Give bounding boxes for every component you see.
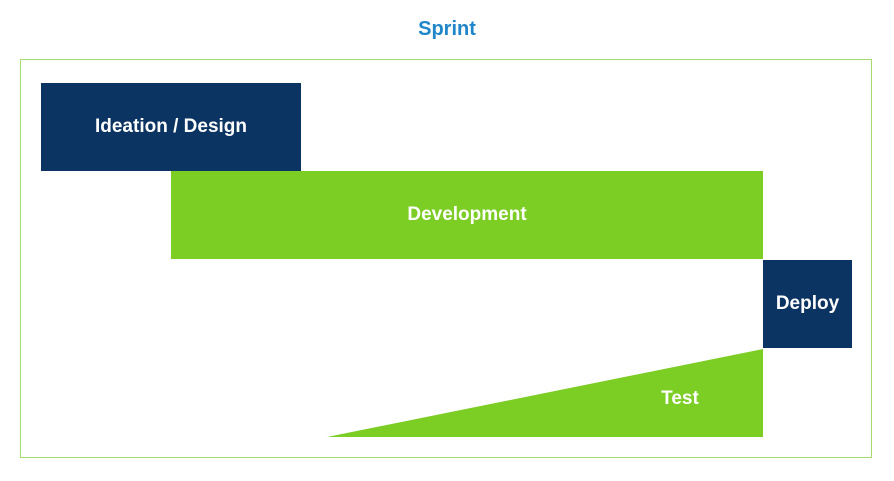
deploy-label: Deploy [775,293,840,314]
ideation-design-block: Ideation / Design [41,83,301,171]
ideation-design-label: Ideation / Design [94,116,248,137]
diagram-title: Sprint [418,18,476,40]
development-label: Development [407,204,527,225]
sprint-frame [20,59,872,458]
test-label: Test [661,388,699,409]
test-wedge-shape [327,349,763,437]
deploy-block: Deploy [763,260,852,348]
development-block: Development [171,171,763,259]
